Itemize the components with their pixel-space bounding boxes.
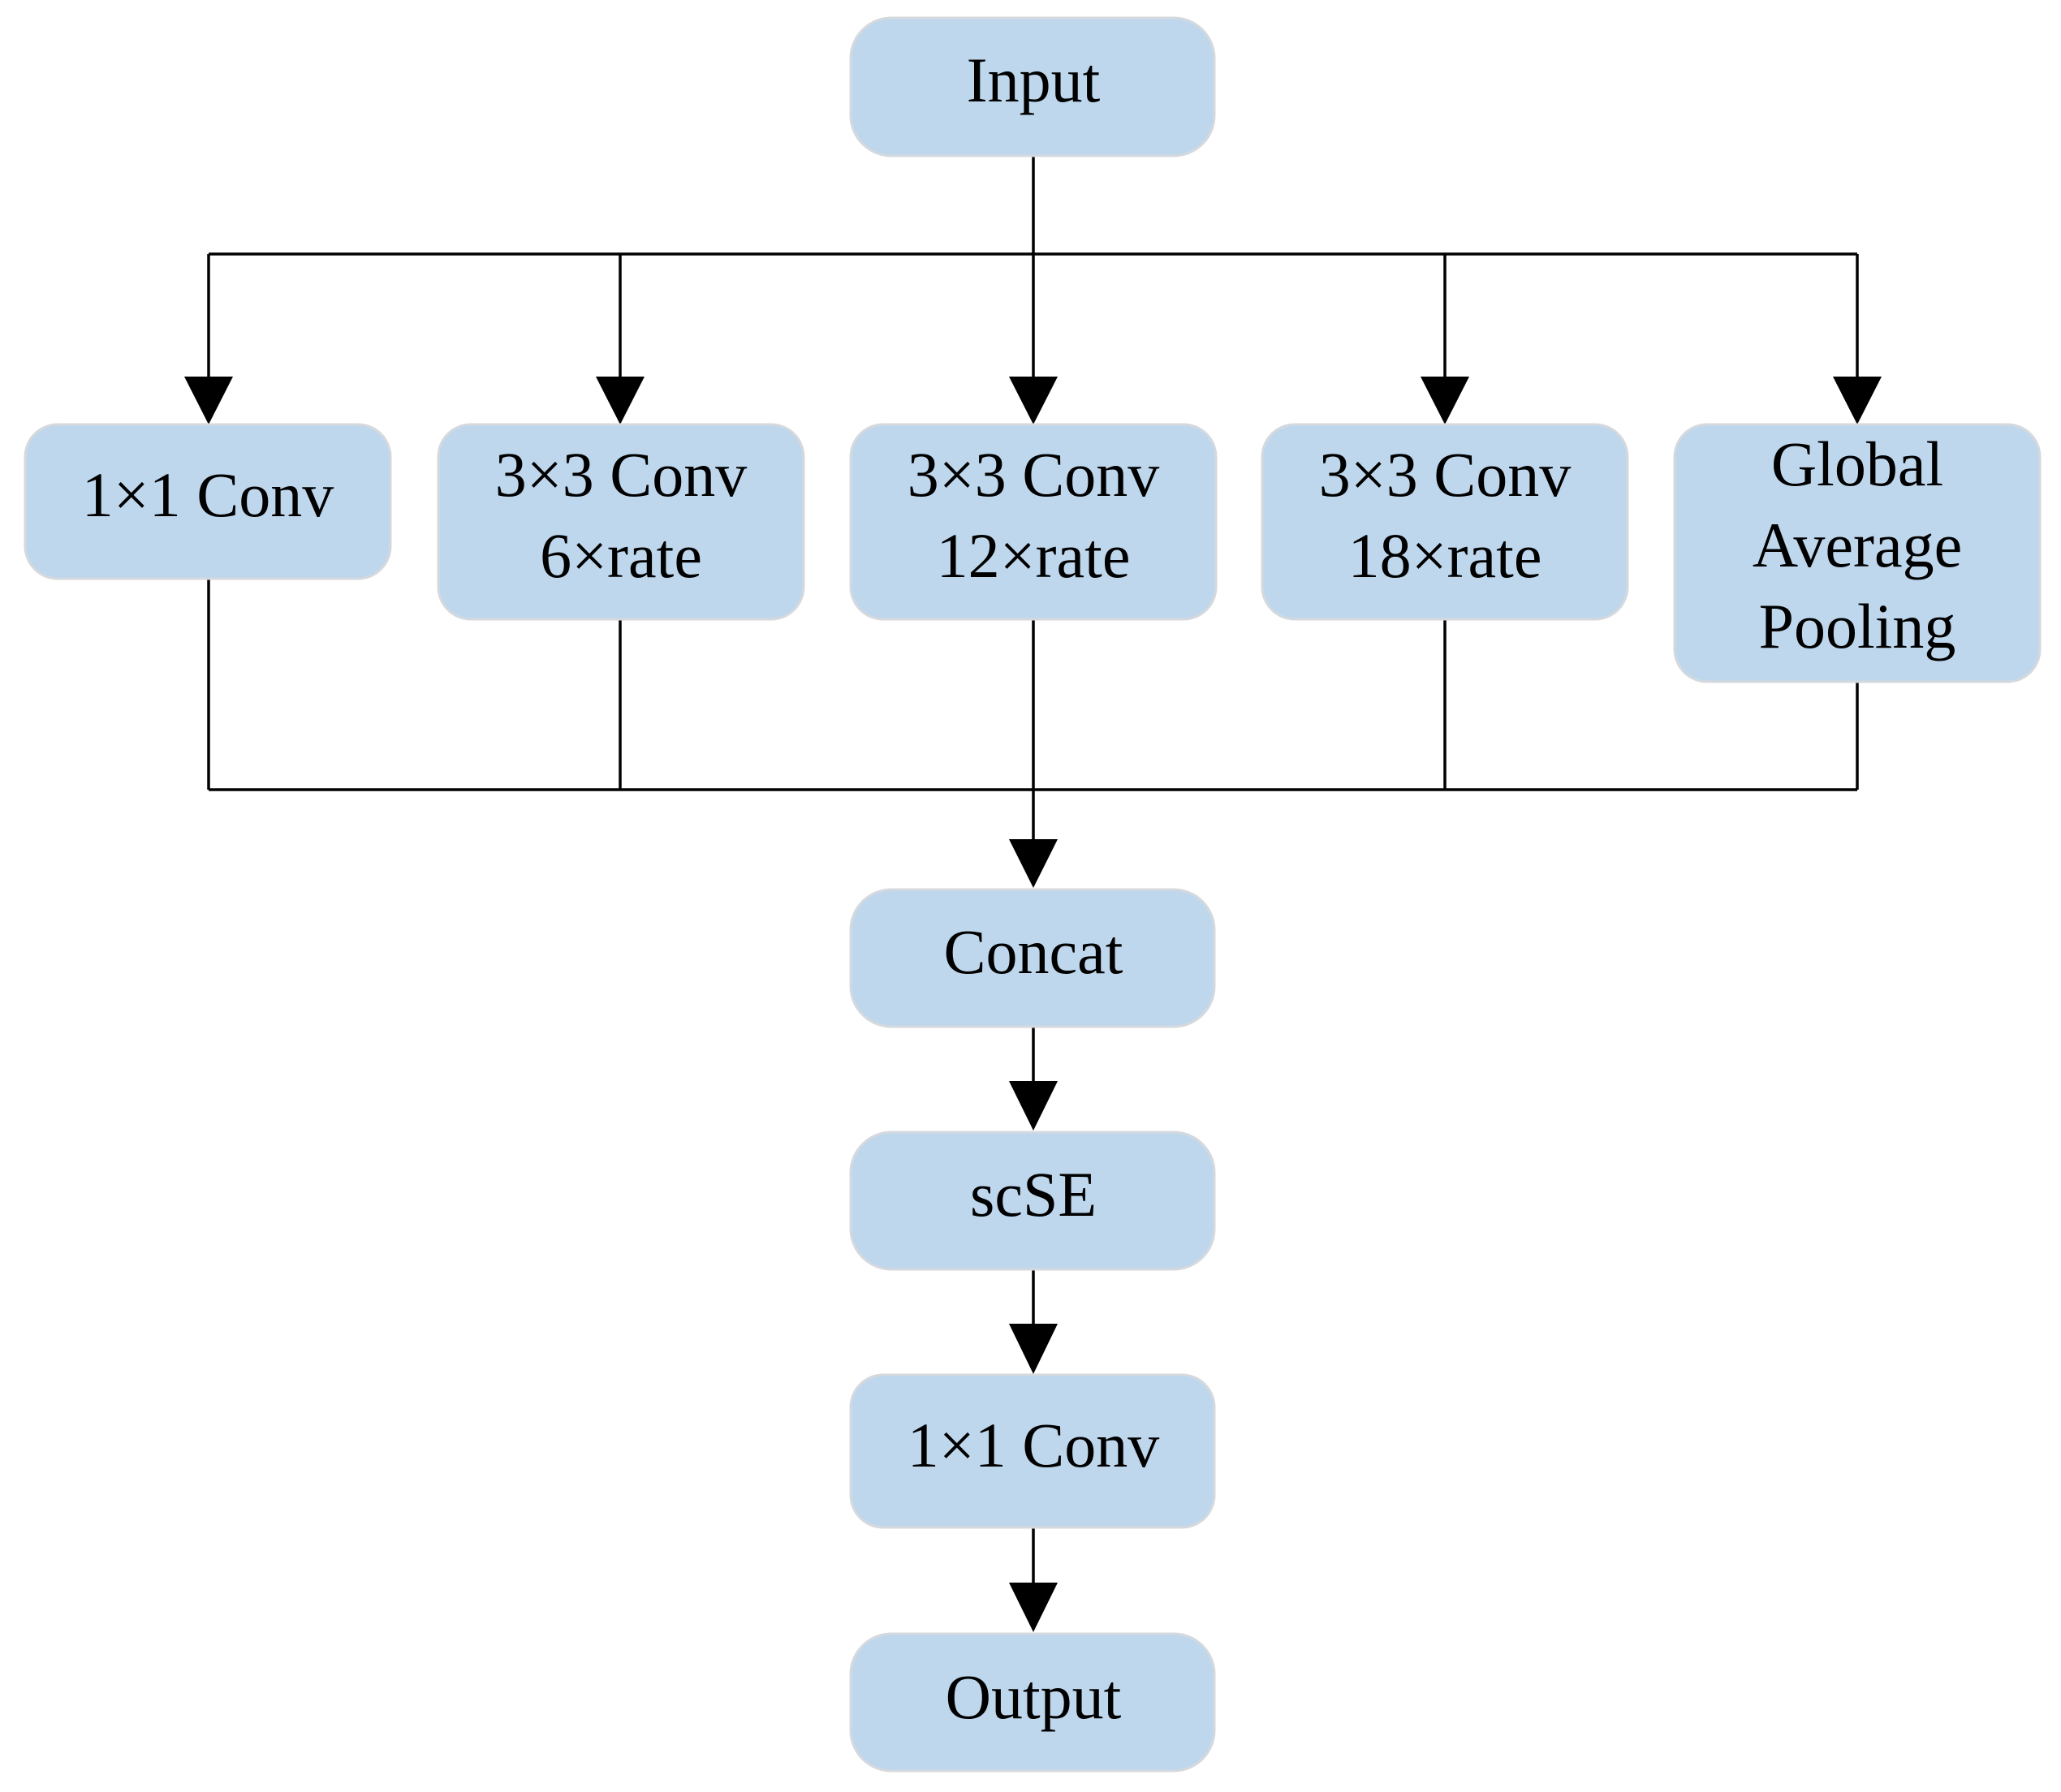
fan-out-connectors [184, 156, 1882, 424]
global-average-pooling-label-line3: Pooling [1759, 591, 1956, 661]
scse-arrowhead [1009, 1081, 1058, 1131]
conv3x3-rate12-node: 3×3 Conv 12×rate [849, 423, 1218, 621]
conv3x3-rate6-node: 3×3 Conv 6×rate [437, 423, 805, 621]
branch-2-arrowhead [596, 377, 645, 424]
concat-arrowhead [1009, 839, 1058, 888]
global-average-pooling-node: Global Average Pooling [1673, 423, 2042, 683]
conv3x3-rate6-label-line2: 6×rate [540, 520, 702, 591]
conv1x1-output-label: 1×1 Conv [908, 1410, 1160, 1480]
conv3x3-rate18-label-line1: 3×3 Conv [1319, 439, 1572, 510]
conv3x3-rate6-label-line1: 3×3 Conv [495, 439, 748, 510]
conv3x3-rate18-node: 3×3 Conv 18×rate [1261, 423, 1629, 621]
scse-node: scSE [849, 1131, 1216, 1271]
conv3x3-rate12-label-line1: 3×3 Conv [908, 439, 1160, 510]
chain-connectors [1009, 1027, 1058, 1632]
branch-3-arrowhead [1009, 377, 1058, 424]
output-arrowhead [1009, 1583, 1058, 1632]
conv3x3-rate18-label-line2: 18×rate [1348, 520, 1542, 591]
scse-node-label: scSE [970, 1159, 1097, 1230]
branch-4-arrowhead [1421, 377, 1469, 424]
input-node-label: Input [967, 45, 1101, 115]
conv1x1-branch-node: 1×1 Conv [24, 423, 392, 580]
global-average-pooling-label-line2: Average [1753, 510, 1962, 580]
concat-node-label: Concat [944, 916, 1123, 987]
conv1x1-output-node: 1×1 Conv [849, 1373, 1216, 1529]
conv3x3-rate12-label-line2: 12×rate [937, 520, 1131, 591]
conv1x1-branch-label: 1×1 Conv [82, 459, 334, 530]
input-node: Input [849, 16, 1216, 157]
output-node: Output [849, 1632, 1216, 1773]
branch-1-arrowhead [184, 377, 233, 424]
fan-in-connectors [207, 579, 1859, 888]
concat-node: Concat [849, 888, 1216, 1028]
global-average-pooling-label-line1: Global [1771, 429, 1943, 499]
branch-5-arrowhead [1833, 377, 1882, 424]
conv-out-arrowhead [1009, 1324, 1058, 1374]
output-node-label: Output [946, 1661, 1122, 1732]
